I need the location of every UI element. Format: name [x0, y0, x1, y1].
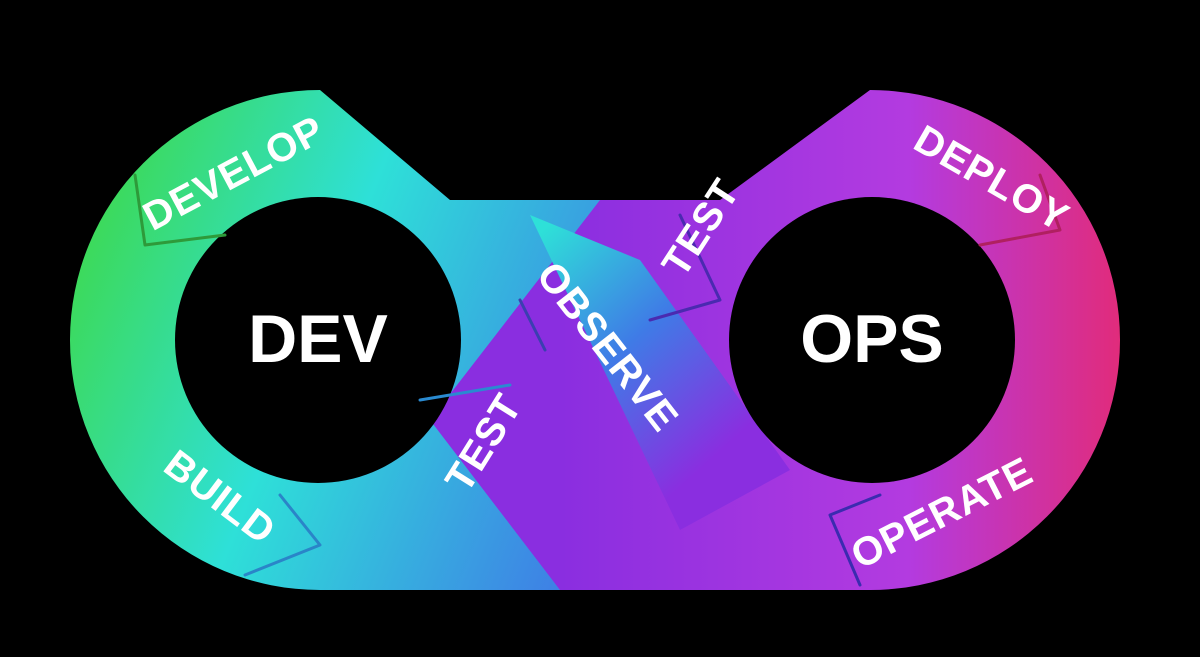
divider-develop [133, 173, 227, 247]
divider-deploy [978, 173, 1062, 247]
hub-dev: DEV [248, 301, 388, 377]
observe-crossing-band [530, 215, 790, 530]
ops-hole [729, 197, 1015, 483]
divider-observe [518, 298, 547, 352]
divider-operate [828, 493, 882, 587]
hub-ops: OPS [800, 301, 944, 377]
divider-test-ops [648, 213, 722, 322]
divider-test-dev [418, 383, 512, 402]
dev-hole [175, 197, 461, 483]
divider-build [243, 493, 322, 577]
